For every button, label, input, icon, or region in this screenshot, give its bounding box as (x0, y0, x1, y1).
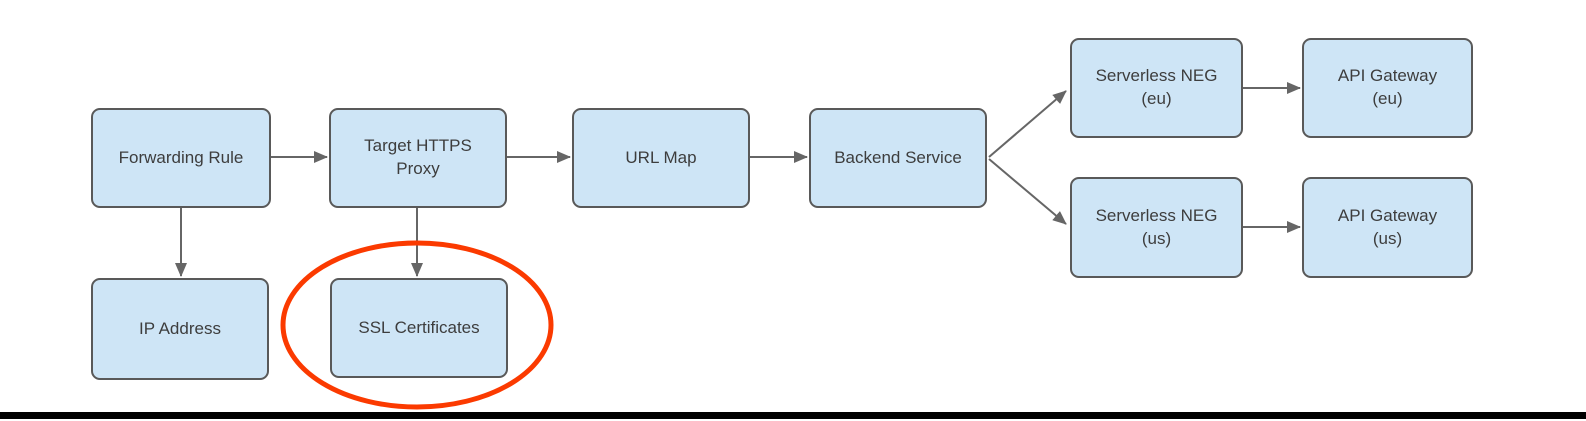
node-serverless-neg-us: Serverless NEG (us) (1070, 177, 1243, 278)
node-url-map-label: URL Map (625, 147, 697, 167)
node-ssl-certificates-label: SSL Certificates (358, 317, 480, 337)
arrow-backend-service-to-serverless-neg-eu (988, 90, 1067, 158)
node-api-gateway-us: API Gateway (us) (1302, 177, 1473, 278)
node-url-map: URL Map (572, 108, 750, 208)
bottom-edge-bar (0, 412, 1586, 419)
node-forwarding-rule-label: Forwarding Rule (118, 147, 244, 167)
node-serverless-neg-eu-label-line1: Serverless NEG (1095, 66, 1218, 86)
node-api-gateway-us-label-line2: (us) (1372, 228, 1403, 248)
node-ip-address-label: IP Address (139, 318, 221, 338)
node-serverless-neg-us-label-line1: Serverless NEG (1095, 205, 1218, 225)
node-api-gateway-us-label-line1: API Gateway (1337, 205, 1438, 225)
highlight-ellipse (280, 240, 554, 410)
node-api-gateway-eu-label-line2: (eu) (1372, 89, 1403, 108)
arrow-backend-service-to-serverless-neg-us (988, 158, 1067, 225)
node-target-https-proxy-label-line1: Target HTTPS (364, 136, 472, 156)
node-serverless-neg-eu: Serverless NEG (eu) (1070, 38, 1243, 138)
node-api-gateway-eu-label-line1: API Gateway (1337, 66, 1438, 86)
node-backend-service: Backend Service (809, 108, 987, 208)
node-forwarding-rule: Forwarding Rule (91, 108, 271, 208)
node-serverless-neg-eu-label-line2: (eu) (1141, 89, 1172, 108)
node-target-https-proxy: Target HTTPS Proxy (329, 108, 507, 208)
node-serverless-neg-us-label-line2: (us) (1141, 228, 1172, 248)
node-ssl-certificates: SSL Certificates (330, 278, 508, 378)
node-target-https-proxy-label-line2: Proxy (396, 159, 440, 178)
node-ip-address: IP Address (91, 278, 269, 380)
node-api-gateway-eu: API Gateway (eu) (1302, 38, 1473, 138)
node-backend-service-label: Backend Service (834, 147, 962, 167)
